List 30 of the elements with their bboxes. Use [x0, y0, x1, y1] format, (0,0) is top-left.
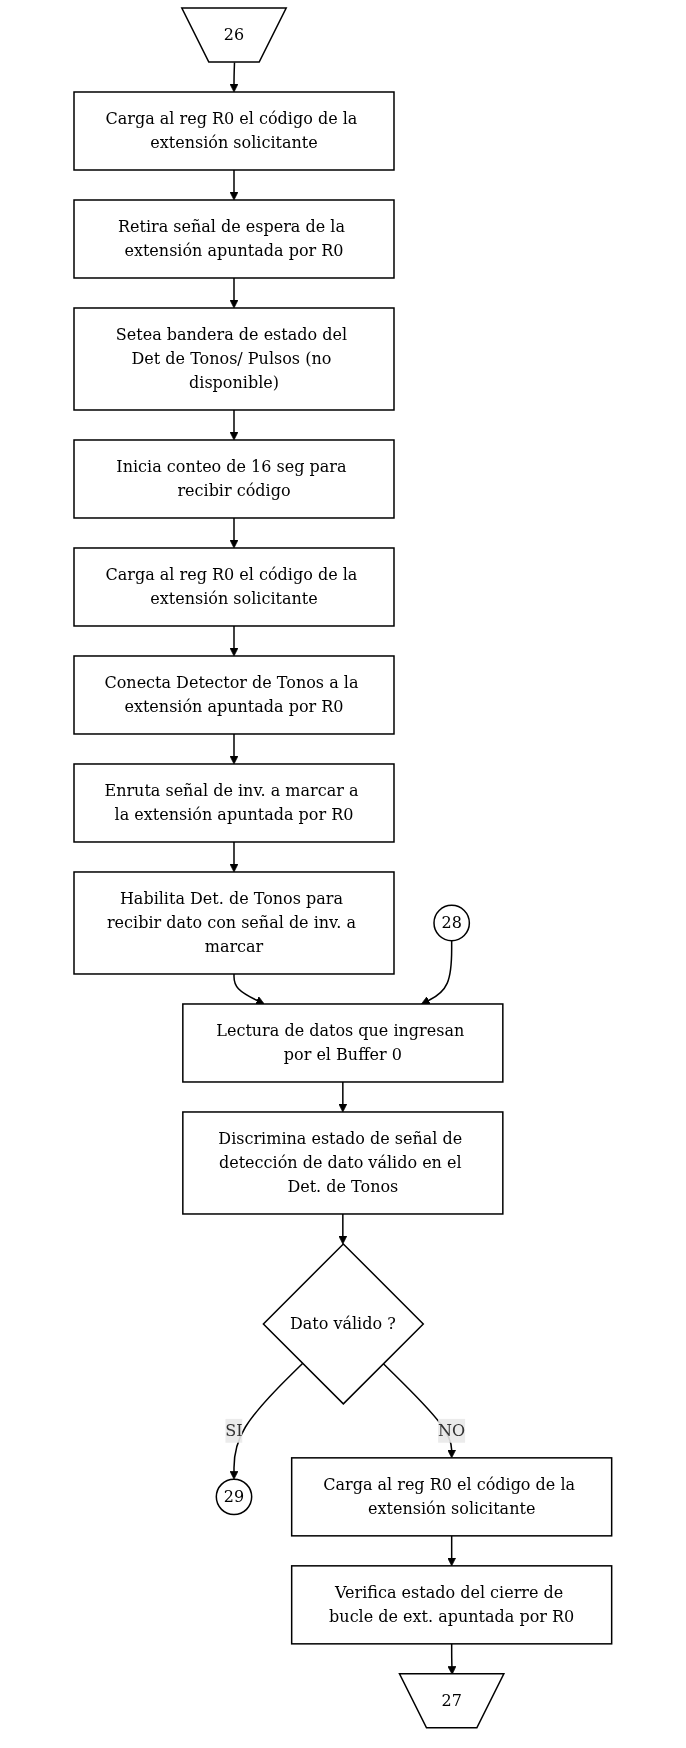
arrow: [338, 1081, 348, 1113]
arrow: [229, 169, 239, 201]
node-diamond: Dato válido ?: [262, 1242, 425, 1405]
arrow: [229, 517, 239, 549]
arrow: [229, 841, 239, 873]
edge-label: SI: [225, 1420, 243, 1440]
node-box: Lectura de datos que ingresan por el Buffer 0: [182, 1003, 504, 1083]
arrow: [233, 973, 265, 1005]
arrow: [229, 625, 239, 657]
arrow: [229, 409, 239, 441]
node-box: Conecta Detector de Tonos a la extensión apuntada por R0: [73, 655, 395, 735]
node-box: Setea bandera de estado del Det de Tonos/ Pulsos (no disponible): [73, 307, 395, 411]
node-box: Carga al reg R0 el código de la extensión solicitante: [73, 91, 395, 171]
node-circle: 29: [215, 1478, 253, 1516]
arrow: [229, 277, 239, 309]
node-box: Verifica estado del cierre de bucle de ext. apuntada por R0: [291, 1565, 613, 1645]
node-box: Carga al reg R0 el código de la extensión solicitante: [73, 547, 395, 627]
node-box: Enruta señal de inv. a marcar a la extensión apuntada por R0: [73, 763, 395, 843]
arrow: [421, 939, 453, 1005]
edge-label: NO: [438, 1420, 466, 1440]
arrow: [229, 733, 239, 765]
arrow: [447, 1535, 457, 1567]
node-circle: 28: [433, 904, 471, 942]
arrow: [338, 1213, 348, 1245]
node-box: Inicia conteo de 16 seg para recibir código: [73, 439, 395, 519]
node-box: Carga al reg R0 el código de la extensión solicitante: [291, 1457, 613, 1537]
arrow: [229, 1362, 304, 1480]
node-box: Retira señal de espera de la extensión apuntada por R0: [73, 199, 395, 279]
node-box: Discrimina estado de señal de detección de dato válido en el Det. de Tonos: [182, 1111, 504, 1215]
node-box: Habilita Det. de Tonos para recibir dato con señal de inv. a marcar: [73, 871, 395, 975]
